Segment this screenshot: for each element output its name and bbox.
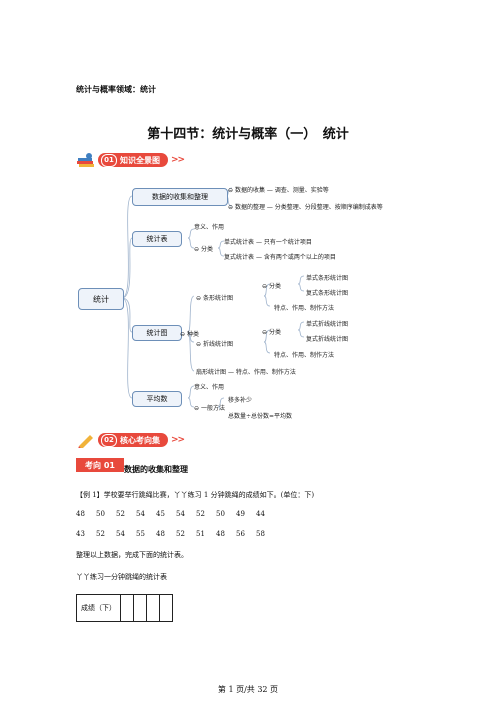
label-chart-kinds: ⊖ 种类: [180, 331, 199, 338]
node-data-collection: 数据的收集和整理: [132, 188, 228, 206]
topic-title: 数据的收集和整理: [124, 464, 188, 474]
table-blank-cell[interactable]: [146, 594, 160, 622]
section-label: 知识全景图: [120, 155, 160, 165]
label-table-meaning: 意义、作用: [194, 224, 225, 231]
instruction-text: 整理以上数据，完成下面的统计表。: [76, 551, 188, 559]
mindmap-root: 统计: [78, 288, 124, 310]
section-arrows: >>: [171, 155, 185, 165]
label-line-classify: ⊖ 分类: [262, 329, 281, 336]
pencil-icon: [78, 435, 93, 448]
books-icon: [77, 153, 94, 167]
stat-table: 成绩（下）: [76, 594, 173, 622]
label-table-classify: ⊖ 分类: [194, 246, 213, 253]
label-bar-classify: ⊖ 分类: [262, 283, 281, 290]
section-arrows: >>: [171, 435, 185, 445]
section-label: 核心考向集: [120, 435, 160, 445]
mindmap-connectors: [121, 187, 305, 410]
label-bar-single: 单式条形统计图: [306, 275, 349, 282]
table-blank-cell[interactable]: [159, 594, 173, 622]
table-blank-cell[interactable]: [120, 594, 134, 622]
node-stat-chart: 统计图: [132, 325, 182, 341]
page-footer: 第 1 页/共 32 页: [217, 685, 279, 694]
table-caption: 丫丫练习一分钟跳绳的统计表: [76, 573, 167, 581]
domain-heading: 统计与概率领域：统计: [76, 85, 156, 94]
topic-tag: 考向 01: [76, 458, 124, 472]
section-number: 02: [101, 433, 117, 447]
label-organize: ⊖ 数据的整理 — 分类整理、分段整理、按顺序编制成表等: [228, 204, 383, 211]
label-pie-chart: 扇形统计图 — 特点、作用、制作方法: [196, 369, 296, 376]
label-bar-compound: 复式条形统计图: [306, 290, 349, 297]
label-average-method: ⊖ 一般方法: [194, 405, 225, 412]
page-title: 第十四节：统计与概率（一） 统计: [147, 127, 349, 142]
label-line-single: 单式折线统计图: [306, 321, 349, 328]
label-bar-feature: 特点、作用、制作方法: [274, 305, 335, 312]
section-number: 01: [101, 153, 117, 167]
label-compound-table: 复式统计表 — 含有两个或两个以上的项目: [224, 254, 336, 261]
table-header-cell: 成绩（下）: [76, 594, 121, 622]
node-stat-table: 统计表: [132, 231, 182, 247]
label-line-compound: 复式折线统计图: [306, 336, 349, 343]
label-average-meaning: 意义、作用: [194, 384, 225, 391]
label-single-table: 单式统计表 — 只有一个统计项目: [224, 239, 312, 246]
section-banner-core: 02 核心考向集 >>: [76, 432, 185, 448]
node-average: 平均数: [132, 391, 182, 407]
label-method-1: 移多补少: [228, 397, 253, 404]
example-text: 【例 1】学校要举行跳绳比赛，丫丫练习 1 分钟跳绳的成绩如下。(单位：下): [76, 491, 315, 499]
label-line-chart: ⊖ 折线统计图: [196, 341, 233, 348]
section-banner-overview: 01 知识全景图 >>: [76, 152, 185, 168]
table-blank-cell[interactable]: [133, 594, 147, 622]
label-collect: ⊖ 数据的收集 — 调查、测量、实验等: [228, 187, 329, 194]
label-bar-chart: ⊖ 条形统计图: [196, 295, 233, 302]
label-line-feature: 特点、作用、制作方法: [274, 352, 335, 359]
label-method-2: 总数量÷总份数=平均数: [228, 413, 293, 420]
